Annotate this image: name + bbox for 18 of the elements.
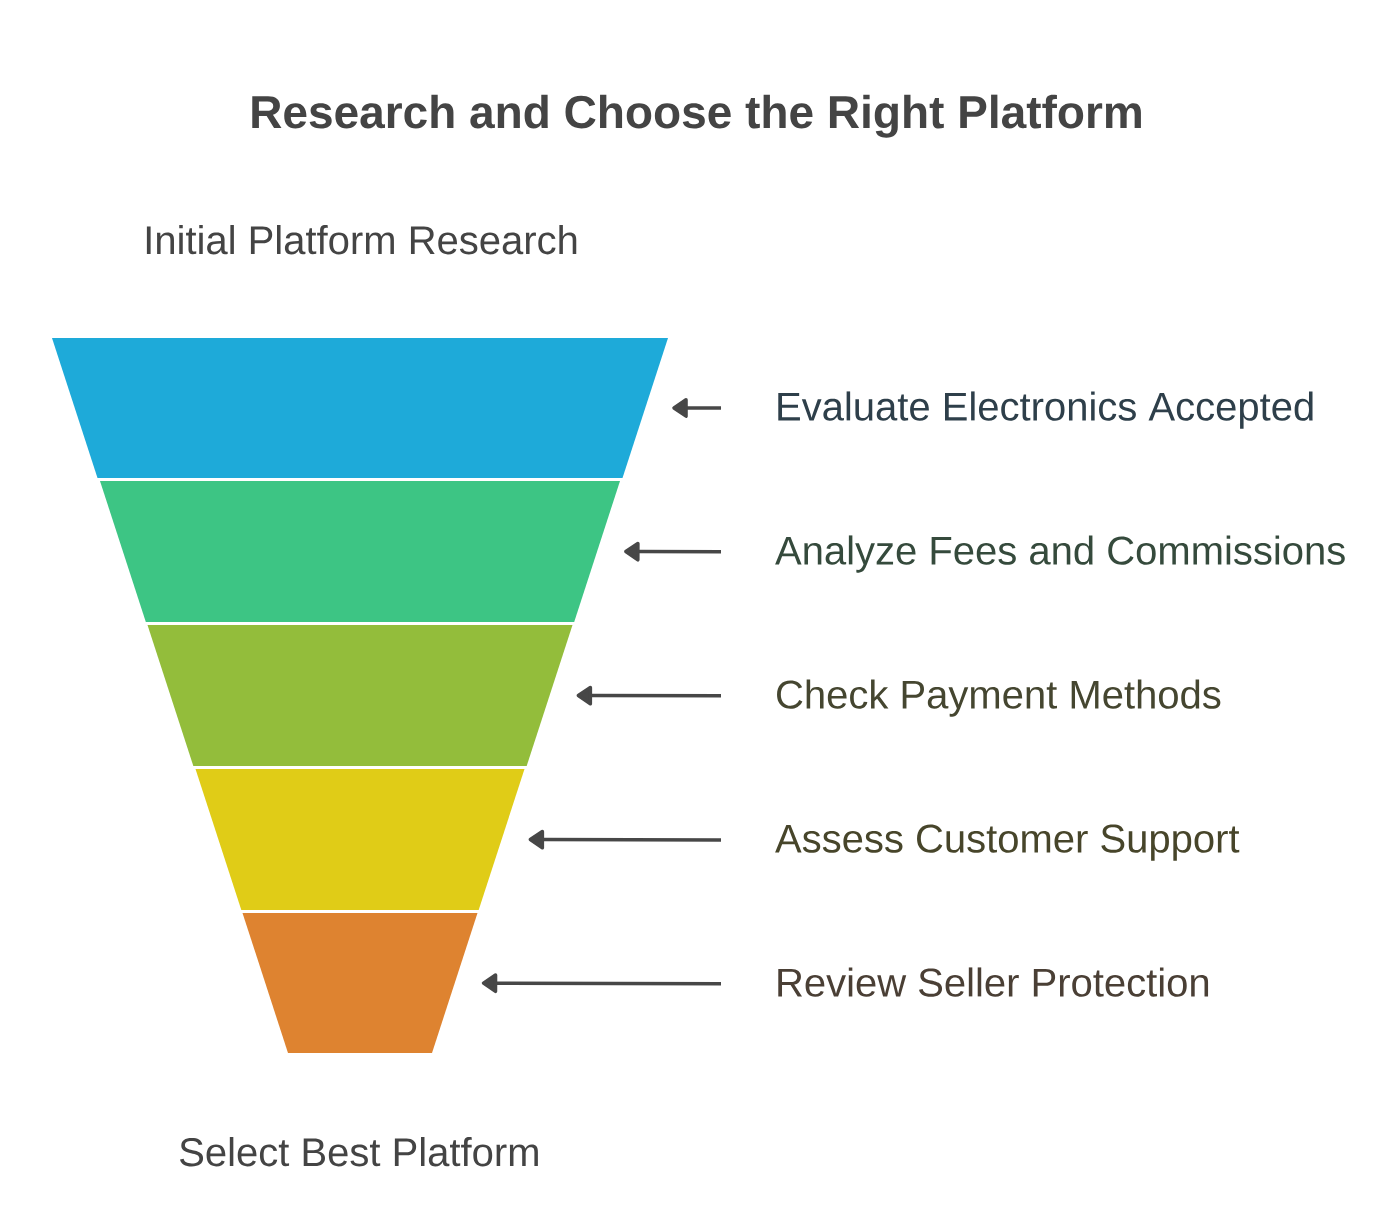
step-label: Review Seller Protection — [778, 967, 1209, 997]
step-label: Assess Customer Support — [775, 824, 1240, 861]
arrow — [481, 973, 721, 994]
title: Research and Choose the Right Platform — [252, 94, 1141, 138]
funnel-label: Initial Platform Research — [146, 225, 577, 255]
funnel-band — [242, 913, 478, 1053]
funnel-band — [147, 625, 573, 766]
arrow — [624, 541, 721, 562]
step-label: Analyze Fees and Commissions — [775, 535, 1345, 573]
funnel-band — [52, 338, 668, 478]
arrow — [672, 398, 721, 418]
arrow — [576, 685, 721, 706]
funnel-band — [195, 769, 525, 910]
funnel-band — [100, 481, 620, 622]
funnel-label: Select Best Platform — [180, 1137, 538, 1167]
arrow — [528, 829, 721, 850]
step-label: Check Payment Methods — [777, 679, 1221, 717]
step-label: Evaluate Electronics Accepted — [778, 391, 1313, 429]
